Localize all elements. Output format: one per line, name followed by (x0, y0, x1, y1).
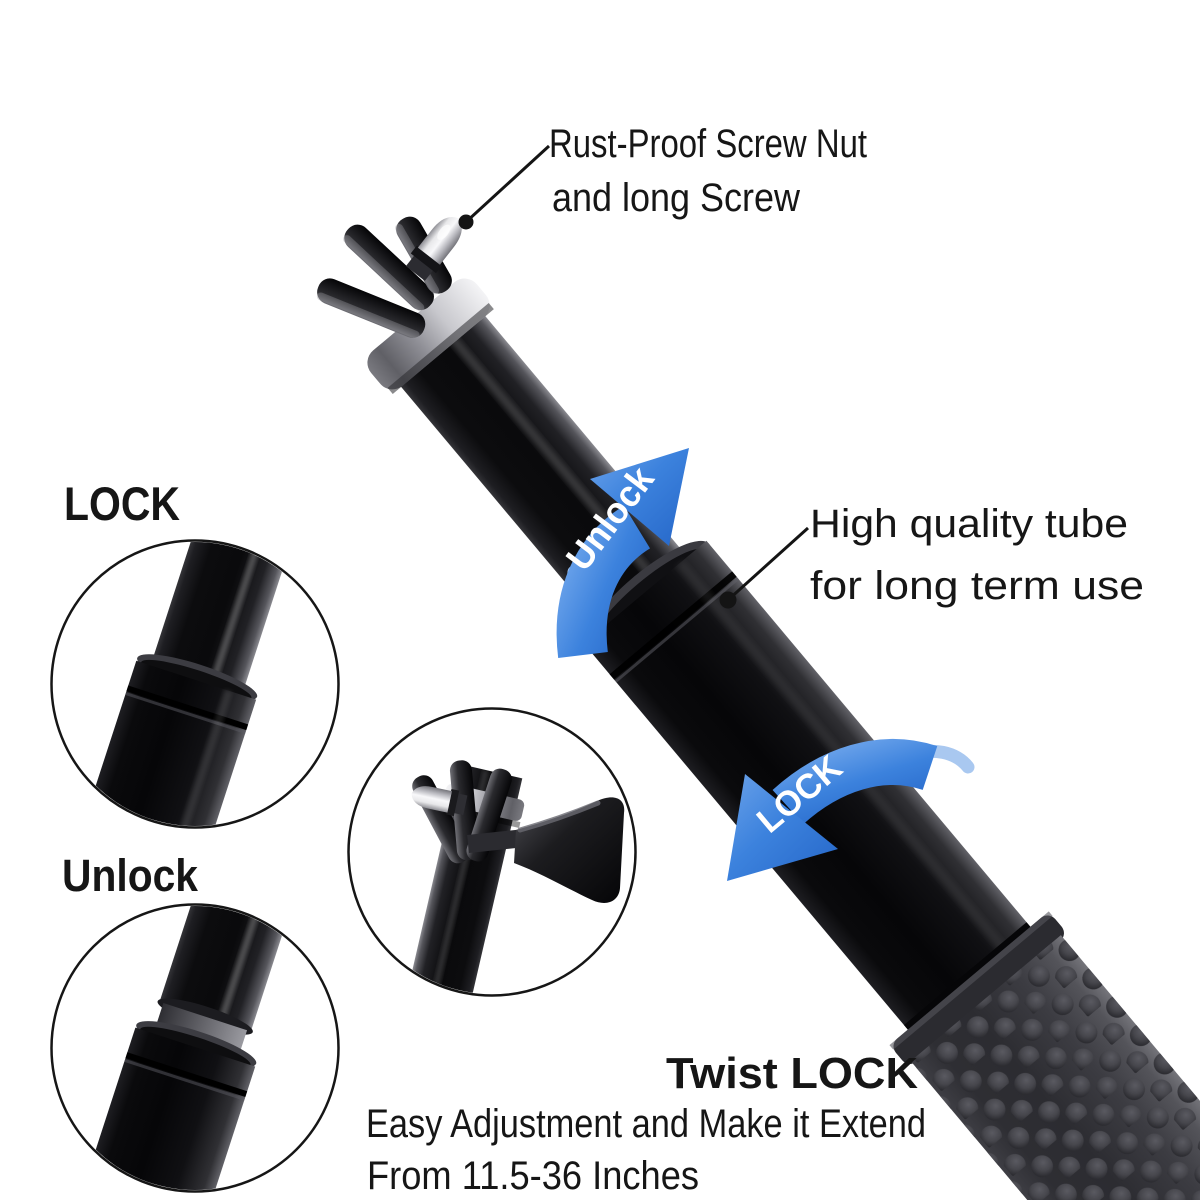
mount-prong (344, 224, 434, 311)
screw-callout-line2: and long Screw (552, 176, 800, 220)
selfie-stick-pole (367, 278, 1200, 1200)
lock-arrow-head (727, 774, 838, 881)
twist-lock-line1: Easy Adjustment and Make it Extend (366, 1102, 926, 1146)
grip-dots-texture (910, 935, 1200, 1200)
inset-screw-nut (411, 786, 468, 817)
thumbscrew-inset (347, 707, 637, 997)
gopro-mount (316, 216, 462, 339)
twist-lock-heading: Twist LOCK (666, 1049, 918, 1098)
tube-callout-line2: for long term use (810, 564, 1144, 608)
unlock-arrow-band (556, 505, 651, 659)
lock-inset-label: LOCK (64, 477, 180, 530)
mount-collar-ring (367, 278, 490, 390)
screw-nut (405, 217, 462, 281)
tube-leader-line (719, 526, 810, 609)
screw-shaft (467, 828, 527, 853)
unlock-arrow-head (590, 448, 689, 546)
lock-inset (50, 539, 340, 829)
twist-lock-line2: From 11.5-36 Inches (367, 1154, 699, 1198)
unlock-inset-label: Unlock (62, 850, 199, 901)
grip-flange (893, 915, 1064, 1064)
tube-callout-line1: High quality tube (810, 502, 1128, 546)
leader-dot (719, 591, 737, 609)
leader-dot (458, 214, 474, 230)
lock-arrow-band (772, 739, 938, 825)
tube-highlight (431, 314, 662, 587)
screw-leader-line (458, 144, 551, 230)
mount-prong (317, 278, 426, 338)
screw-callout-line1: Rust-Proof Screw Nut (549, 122, 867, 166)
